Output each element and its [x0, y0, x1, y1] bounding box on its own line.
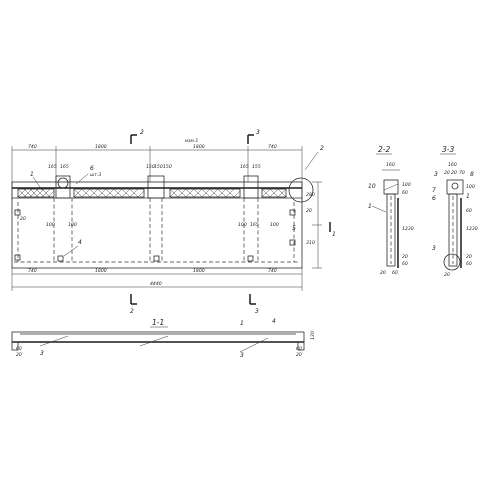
- section-2-callout: 10: [368, 183, 376, 190]
- bottom-dim: 1800: [193, 268, 205, 274]
- section-3-dim: 1230: [466, 226, 478, 232]
- section-2-dim: 1230: [402, 226, 414, 232]
- opening-dim: 155: [252, 164, 261, 170]
- section-2-callout: 1: [368, 203, 372, 210]
- section-3-callout: 1: [466, 193, 470, 200]
- section-1-callout: 4: [272, 318, 276, 325]
- opening-dim: 150: [146, 164, 155, 170]
- right-dim: 310: [306, 240, 315, 246]
- inner-dim: 100: [46, 222, 55, 228]
- callout-4: 4: [78, 239, 82, 246]
- hatched-zone-4: [261, 188, 287, 198]
- hatched-zone-3: [169, 188, 241, 198]
- socket-left: [55, 175, 71, 199]
- cut-mark-2-top: 2: [140, 129, 144, 136]
- section-3-top-subdim: 70: [459, 170, 465, 176]
- section-2-dim: 60: [402, 261, 408, 267]
- cut-mark-3-bottom: 3: [255, 308, 259, 315]
- section-3-callout: 3: [434, 171, 438, 178]
- detail-circle: [288, 177, 314, 203]
- top-dim-4: 740: [268, 144, 277, 150]
- section-3-callout: 3: [432, 245, 436, 252]
- opening-dim: 165: [60, 164, 69, 170]
- end-dim: 20: [16, 352, 22, 358]
- cut-mark-1-right: 1: [332, 231, 336, 238]
- inner-dim: 20: [20, 216, 26, 222]
- end-dim: 20: [296, 352, 302, 358]
- inner-dim: 165: [250, 222, 259, 228]
- revision-note: изм.1: [185, 138, 198, 144]
- inner-dim: 100: [238, 222, 247, 228]
- cut-mark-3-top: 3: [256, 129, 260, 136]
- section-1-callout: 3: [40, 350, 44, 357]
- overall-length: 4440: [150, 281, 162, 287]
- end-dim: 60: [16, 346, 22, 352]
- top-dim-2: 1800: [95, 144, 107, 150]
- section-2-2-title: 2-2: [378, 145, 390, 154]
- section-3-callout: 7: [432, 187, 436, 194]
- top-dim-1: 740: [28, 144, 37, 150]
- section-3-dim: 20: [466, 254, 472, 260]
- hatched-zone-1: [17, 188, 55, 198]
- right-dim: 290: [306, 192, 315, 198]
- plan-view: 740 1800 1800 740 2 3 изм.1 165 165 150 …: [11, 129, 336, 315]
- section-2-bottom-dim: 60: [392, 270, 398, 276]
- inner-dim: 100: [68, 222, 77, 228]
- end-dim: 60: [296, 346, 302, 352]
- section-3-top-subdim: 20: [444, 170, 450, 176]
- section-2-top-dim: 160: [386, 162, 395, 168]
- section-1-1: 1-1 3 1 4 3 60 20 60 20 130: [11, 318, 316, 359]
- section-2-bottom-dim: 20: [380, 270, 386, 276]
- section-3-top-dim: 160: [448, 162, 457, 168]
- section-3-callout: 8: [470, 171, 474, 178]
- bottom-dim: 740: [28, 268, 37, 274]
- section-3-3-title: 3-3: [442, 145, 454, 154]
- callout-qty: шт.3: [90, 172, 101, 178]
- callout-2: 2: [320, 145, 324, 152]
- section-2-dim: 100: [402, 182, 411, 188]
- opening-dim: 165: [240, 164, 249, 170]
- hatched-zone-2: [73, 188, 145, 198]
- cut-mark-2-bottom: 2: [130, 308, 134, 315]
- section-3-top-subdim: 20: [451, 170, 457, 176]
- section-1-callout: 3: [240, 352, 244, 359]
- socket-right: [243, 175, 259, 199]
- section-3-bottom-dim: 20: [444, 272, 450, 278]
- bottom-dim: 740: [268, 268, 277, 274]
- section-3-dim: 60: [466, 208, 472, 214]
- section-3-3: 3-3 160 20 20 70 3 8 7 6 1 3 100 60 1230…: [432, 145, 478, 278]
- socket-mid: [147, 175, 165, 199]
- section-1-1-title: 1-1: [152, 318, 164, 327]
- section-3-callout: 6: [432, 195, 436, 202]
- callout-1: 1: [30, 171, 34, 178]
- section-2-dim: 60: [402, 190, 408, 196]
- section-3-dim: 100: [466, 184, 475, 190]
- section-1-callout: 1: [240, 320, 244, 327]
- bottom-dim: 1800: [95, 268, 107, 274]
- callout-5: 5: [292, 225, 296, 232]
- callout-6: 6: [90, 165, 94, 172]
- top-dim-3: 1800: [193, 144, 205, 150]
- section-3-dim: 60: [466, 261, 472, 267]
- right-dim: 20: [306, 208, 312, 214]
- section-2-dim: 20: [402, 254, 408, 260]
- section-1-vertical-dim: 130: [310, 331, 316, 340]
- section-2-2: 2-2 160 10 1 100 60 1230 20 60 20 60: [368, 145, 414, 276]
- opening-dim: 165: [48, 164, 57, 170]
- opening-dim: 150: [154, 164, 163, 170]
- opening-dim: 150: [163, 164, 172, 170]
- inner-dim: 100: [270, 222, 279, 228]
